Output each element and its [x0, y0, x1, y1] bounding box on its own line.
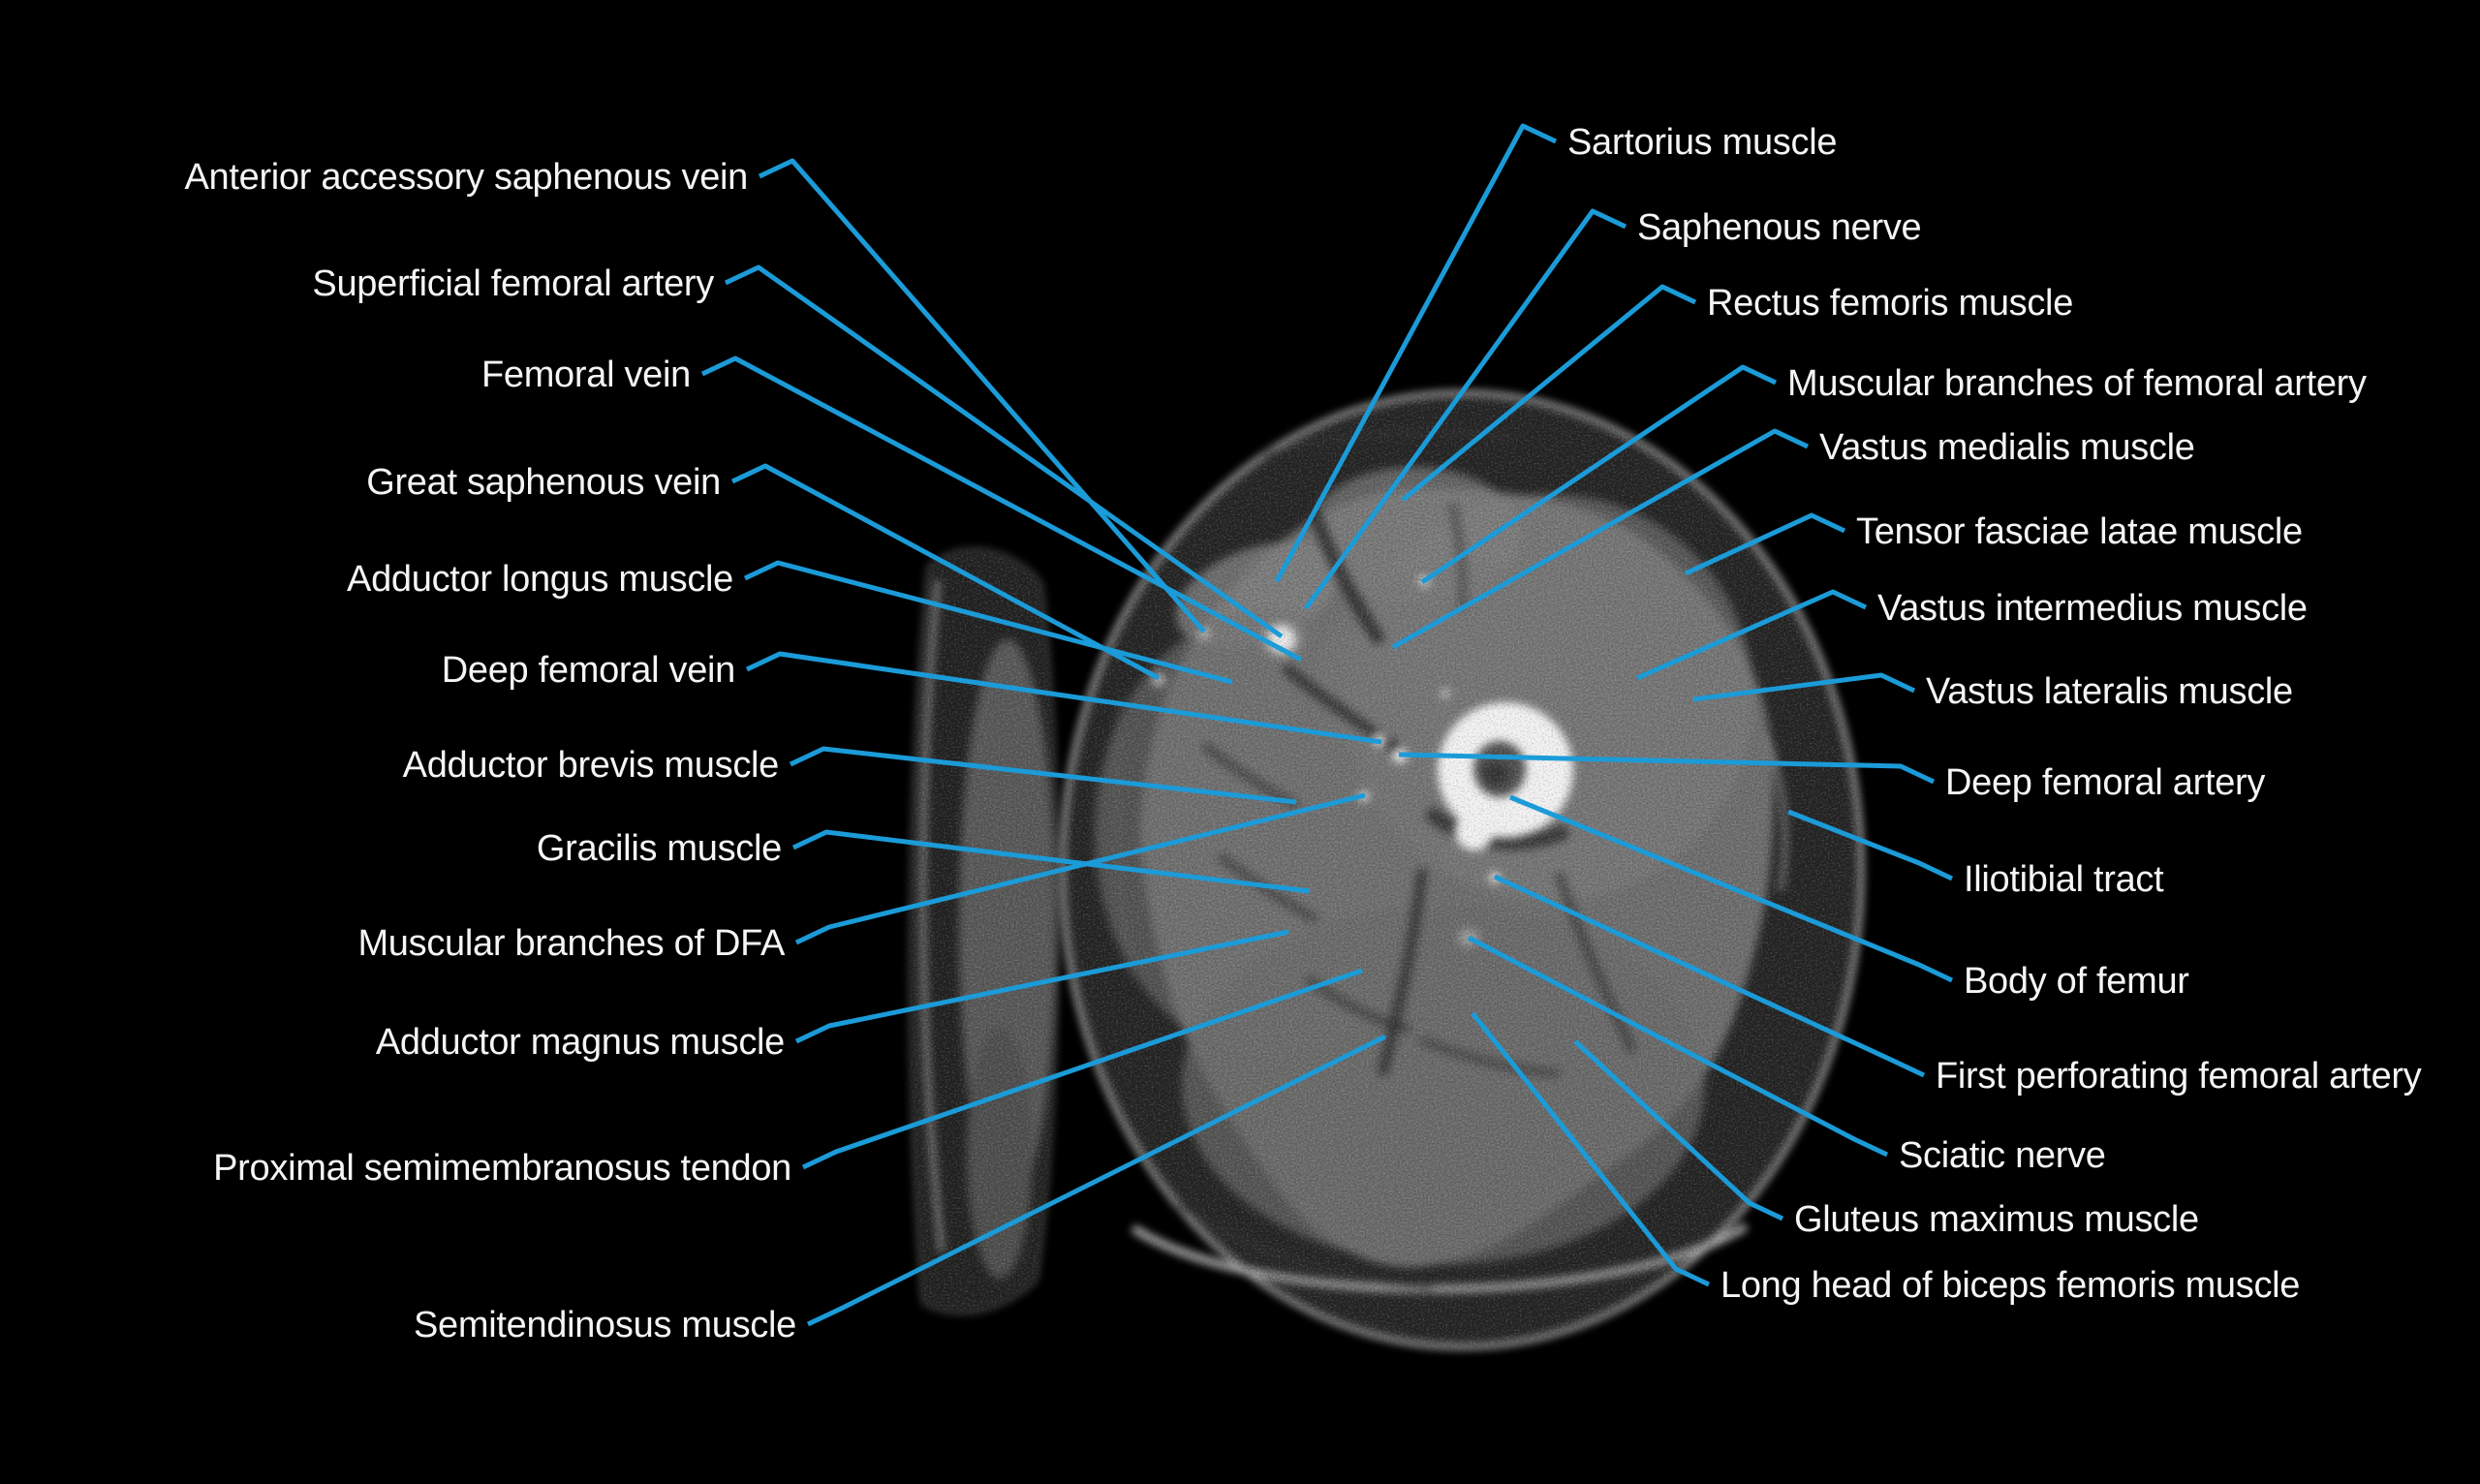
- thigh-cross-section: [1060, 390, 1864, 1349]
- leader-adductor-brevis-muscle: [789, 746, 1297, 805]
- label-anterior-accessory-saphenous-vein: Anterior accessory saphenous vein: [184, 157, 748, 198]
- leader-vastus-lateralis-muscle: [1692, 672, 1916, 702]
- leader-adductor-magnus-muscle: [794, 929, 1289, 1044]
- leader-muscular-branches-of-dfa: [794, 792, 1366, 945]
- ct-scan: [910, 390, 1864, 1349]
- labels-right-column: Sartorius muscle Saphenous nerve Rectus …: [1567, 122, 2422, 1306]
- leader-adductor-longus-muscle: [743, 560, 1233, 685]
- leader-tensor-fasciae-latae-muscle: [1684, 512, 1846, 576]
- leader-body-of-femur: [1509, 794, 1954, 983]
- label-gluteus-maximus-muscle: Gluteus maximus muscle: [1794, 1199, 2199, 1240]
- label-sciatic-nerve: Sciatic nerve: [1899, 1135, 2106, 1176]
- label-deep-femoral-artery: Deep femoral artery: [1945, 762, 2265, 803]
- label-muscular-branches-of-femoral-artery: Muscular branches of femoral artery: [1787, 363, 2367, 404]
- label-muscular-branches-of-dfa: Muscular branches of DFA: [357, 923, 785, 964]
- leader-great-saphenous-vein: [730, 463, 1161, 681]
- leader-gracilis-muscle: [791, 829, 1311, 894]
- label-adductor-magnus-muscle: Adductor magnus muscle: [376, 1022, 785, 1063]
- leader-deep-femoral-artery: [1398, 752, 1936, 785]
- leader-sartorius-muscle: [1274, 123, 1558, 583]
- label-great-saphenous-vein: Great saphenous vein: [366, 462, 721, 503]
- leader-lines: [700, 123, 1954, 1327]
- leader-vastus-medialis-muscle: [1391, 428, 1810, 650]
- leader-superficial-femoral-artery: [724, 264, 1284, 639]
- label-vastus-medialis-muscle: Vastus medialis muscle: [1819, 427, 2195, 468]
- leader-iliotibial-tract: [1787, 809, 1954, 881]
- label-long-head-of-biceps-femoris-muscle: Long head of biceps femoris muscle: [1720, 1265, 2300, 1306]
- label-adductor-brevis-muscle: Adductor brevis muscle: [403, 745, 779, 786]
- leader-muscular-branches-of-femoral-artery: [1420, 364, 1778, 585]
- label-rectus-femoris-muscle: Rectus femoris muscle: [1707, 283, 2073, 324]
- label-first-perforating-femoral-artery: First perforating femoral artery: [1936, 1056, 2422, 1097]
- leader-rectus-femoris-muscle: [1401, 284, 1697, 502]
- leader-gluteus-maximus-muscle: [1573, 1039, 1784, 1221]
- label-body-of-femur: Body of femur: [1964, 961, 2189, 1002]
- leader-long-head-of-biceps-femoris-muscle: [1471, 1011, 1711, 1287]
- label-semitendinosus-muscle: Semitendinosus muscle: [414, 1305, 796, 1345]
- label-sartorius-muscle: Sartorius muscle: [1567, 122, 1837, 163]
- leader-anterior-accessory-saphenous-vein: [758, 158, 1206, 634]
- leader-vastus-intermedius-muscle: [1635, 589, 1868, 681]
- label-superficial-femoral-artery: Superficial femoral artery: [312, 263, 714, 304]
- label-iliotibial-tract: Iliotibial tract: [1964, 859, 2164, 900]
- label-femoral-vein: Femoral vein: [481, 355, 691, 395]
- label-vastus-lateralis-muscle: Vastus lateralis muscle: [1926, 671, 2293, 712]
- femur: [1438, 702, 1573, 850]
- iliotibial-tract-fascia: [1764, 735, 1788, 892]
- label-deep-femoral-vein: Deep femoral vein: [442, 650, 735, 691]
- label-gracilis-muscle: Gracilis muscle: [537, 828, 782, 869]
- label-vastus-intermedius-muscle: Vastus intermedius muscle: [1877, 588, 2308, 629]
- leader-semitendinosus-muscle: [806, 1034, 1387, 1327]
- labels-left-column: Anterior accessory saphenous vein Superf…: [184, 157, 796, 1345]
- leader-saphenous-nerve: [1303, 208, 1628, 610]
- leader-proximal-semimembranosus-tendon: [801, 968, 1363, 1170]
- label-tensor-fasciae-latae-muscle: Tensor fasciae latae muscle: [1856, 511, 2303, 552]
- leader-femoral-vein: [700, 356, 1303, 663]
- label-proximal-semimembranosus-tendon: Proximal semimembranosus tendon: [213, 1148, 791, 1189]
- leader-first-perforating-femoral-artery: [1493, 874, 1926, 1078]
- leader-deep-femoral-vein: [745, 651, 1382, 745]
- label-adductor-longus-muscle: Adductor longus muscle: [347, 559, 733, 600]
- leader-sciatic-nerve: [1467, 935, 1889, 1158]
- adjacent-thigh-strip: [910, 549, 1058, 1314]
- label-saphenous-nerve: Saphenous nerve: [1637, 207, 1921, 248]
